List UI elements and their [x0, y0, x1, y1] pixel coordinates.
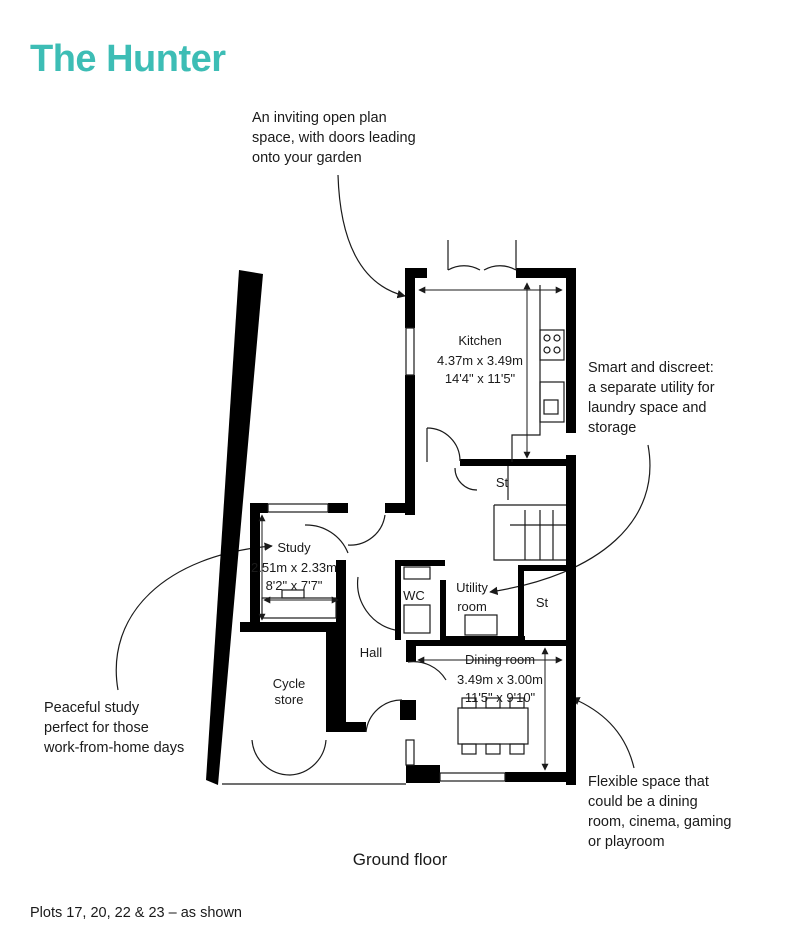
page-title: The Hunter	[30, 38, 226, 80]
study-desk	[261, 597, 337, 619]
kitchen-metric: 4.37m x 3.49m	[437, 353, 523, 368]
kitchen-left-wall-top	[405, 268, 415, 328]
dining-top-wall	[408, 640, 576, 646]
dining-name: Dining room	[465, 652, 535, 667]
leader-dining	[571, 697, 635, 769]
wc-toilet	[403, 604, 431, 634]
leader-lines	[115, 174, 651, 769]
hall-name: Hall	[360, 645, 383, 660]
callout-line: laundry space and	[588, 400, 707, 416]
hall-right-wall	[406, 640, 416, 662]
right-wall-upper	[566, 268, 576, 433]
study-metric: 2.51m x 2.33m	[251, 560, 337, 575]
callout-line: perfect for those	[44, 720, 149, 736]
utility-left-wall	[440, 580, 446, 640]
callout-line: room, cinema, gaming	[588, 814, 732, 830]
staircase	[493, 504, 566, 561]
utility-name-line2: room	[457, 599, 487, 614]
callout-line: An inviting open plan	[252, 110, 387, 126]
walls	[206, 268, 576, 785]
wc-door-arc	[357, 576, 396, 631]
leader-study	[115, 542, 273, 691]
study-door-arc	[304, 524, 349, 554]
study-window	[267, 503, 329, 513]
left-boundary-wall	[206, 270, 263, 785]
study-top-wall-mid	[328, 503, 348, 513]
dining-table	[457, 707, 529, 745]
front-wall-left	[400, 700, 416, 720]
room-labels: Kitchen 4.37m x 3.49m 14'4" x 11'5" St S…	[251, 333, 549, 707]
dimension-arrows	[258, 282, 563, 771]
kitchen-top-wall-right	[516, 268, 576, 278]
callout-line: onto your garden	[252, 150, 362, 166]
floor-label: Ground floor	[352, 850, 448, 869]
bottom-wall-right	[505, 772, 576, 782]
kitchen-door-arc	[426, 427, 461, 462]
hob-unit	[539, 329, 565, 361]
hall-bottom-wall	[336, 722, 366, 732]
hall-left-wall	[336, 560, 346, 730]
study-imperial: 8'2" x 7'7"	[266, 578, 323, 593]
cycle-right-wall	[326, 632, 336, 732]
front-side-window	[405, 739, 415, 766]
utility-bottom-wall	[440, 636, 525, 642]
dining-window	[439, 772, 506, 782]
cycle-door-left	[251, 739, 291, 776]
wc-name: WC	[403, 588, 425, 603]
utility-name-line1: Utility	[456, 580, 488, 595]
kitchen-window-left	[405, 327, 415, 376]
wc-toilet-cistern	[403, 566, 431, 580]
right-wall-lower	[566, 455, 576, 785]
cycle-name-line2: store	[275, 692, 304, 707]
plots-note: Plots 17, 20, 22 & 23 – as shown	[30, 905, 242, 921]
store-wall-left	[518, 565, 524, 640]
kitchen-name: Kitchen	[458, 333, 501, 348]
hall-door-arc	[347, 514, 386, 546]
callout-line: space, with doors leading	[252, 130, 416, 146]
callout-line: Peaceful study	[44, 700, 140, 716]
study-name: Study	[277, 540, 311, 555]
callout-utility: Smart and discreet: a separate utility f…	[588, 358, 715, 438]
callout-line: storage	[588, 420, 637, 436]
study-bottom-wall	[240, 622, 346, 632]
cycle-door-right	[289, 739, 327, 776]
cycle-name-line1: Cycle	[273, 676, 306, 691]
wc-left-wall	[395, 560, 401, 640]
dining-door-arc	[407, 661, 447, 681]
store2-name: St	[536, 595, 549, 610]
callout-line: work-from-home days	[44, 740, 185, 756]
kitchen-patio-door-right	[483, 265, 517, 271]
callout-line: Smart and discreet:	[588, 360, 714, 376]
callout-line: could be a dining	[588, 794, 698, 810]
leader-kitchen	[337, 174, 406, 299]
kitchen-top-wall-left	[405, 268, 427, 278]
leader-utility	[489, 444, 651, 595]
kitchen-left-wall-bottom	[405, 375, 415, 515]
front-door-arc	[365, 699, 403, 733]
study-left-wall	[250, 503, 260, 623]
callout-study: Peaceful study perfect for those work-fr…	[44, 698, 184, 758]
bottom-wall-left	[416, 772, 440, 782]
kitchen-worktop	[511, 285, 541, 462]
callout-line: or playroom	[588, 834, 665, 850]
callout-line: a separate utility for	[588, 380, 715, 396]
callout-kitchen: An inviting open plan space, with doors …	[252, 108, 416, 168]
utility-sink	[464, 614, 498, 636]
dining-imperial: 11'5" x 9'10"	[465, 690, 536, 705]
store-door-arc	[454, 467, 478, 491]
callout-line: Flexible space that	[588, 774, 709, 790]
store-wall-top	[518, 565, 570, 571]
kitchen-bottom-wall	[460, 459, 570, 466]
store1-name: St	[496, 475, 509, 490]
kitchen-patio-door-left	[447, 265, 481, 271]
wc-top-wall	[395, 560, 445, 566]
dining-metric: 3.49m x 3.00m	[457, 672, 543, 687]
study-top-wall-right	[385, 503, 415, 513]
kitchen-imperial: 14'4" x 11'5"	[445, 371, 516, 386]
callout-dining: Flexible space that could be a dining ro…	[588, 772, 731, 852]
